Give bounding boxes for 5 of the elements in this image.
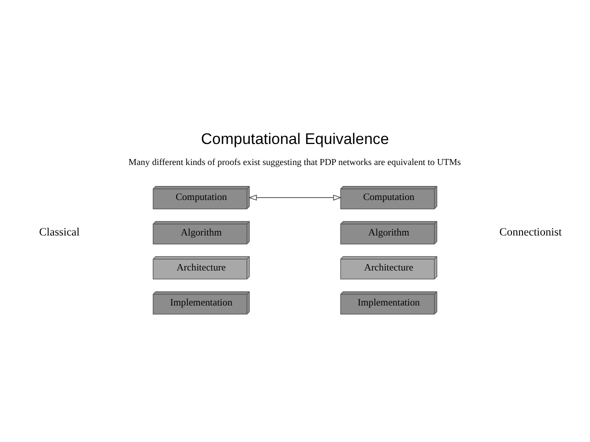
label: Classical	[39, 226, 80, 238]
label: Many different kinds of proofs exist suggesting that PDP networks are equivalent to UTMs	[128, 156, 461, 166]
label: Connectionist	[499, 226, 562, 238]
diagram-title: Computational Equivalence	[201, 130, 389, 148]
arrow	[248, 194, 342, 200]
